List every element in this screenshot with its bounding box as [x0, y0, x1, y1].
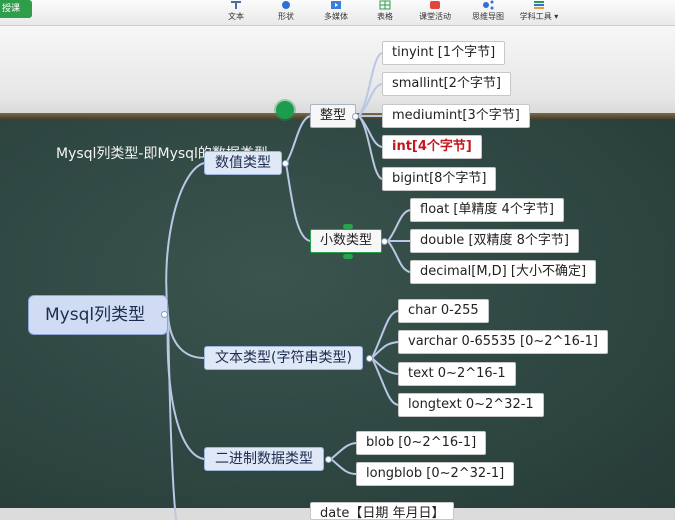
toolbar-item-media[interactable]: 多媒体	[318, 0, 354, 26]
toolbar-item-mindmap[interactable]: 思维导图	[467, 0, 509, 26]
link-numeric-decimal	[285, 162, 311, 242]
table-icon	[370, 0, 400, 11]
link-root-continued	[167, 314, 177, 520]
leaf-decimal[interactable]: decimal[M,D] [大小不确定]	[410, 260, 597, 284]
toolbar-item-subject-tools[interactable]: 学科工具 ▾	[515, 0, 563, 26]
leaf-bigint[interactable]: bigint[8个字节]	[382, 167, 497, 191]
selection-handle-top[interactable]	[343, 224, 353, 229]
toolbar-item-table[interactable]: 表格	[370, 0, 400, 26]
toolbar-item-shape[interactable]: 形状	[271, 0, 301, 26]
activity-icon	[414, 0, 456, 11]
teaching-mode-button[interactable]: 授课	[0, 0, 32, 18]
link-numeric-integer	[285, 115, 311, 164]
branch-text[interactable]: 文本类型(字符串类型)	[204, 346, 363, 370]
root-collapse-dot[interactable]	[161, 311, 168, 318]
leaf-date-partial[interactable]: date【日期 年月日】	[310, 502, 455, 520]
leaf-double[interactable]: double [双精度 8个字节]	[410, 229, 579, 253]
branch-numeric[interactable]: 数值类型	[204, 151, 282, 175]
toolbar-item-text[interactable]: 文本	[221, 0, 251, 26]
leaf-smallint[interactable]: smallint[2个字节]	[382, 72, 511, 96]
text-icon	[221, 0, 251, 11]
link-root-numeric	[165, 162, 205, 316]
leaf-float[interactable]: float [单精度 4个字节]	[410, 198, 564, 222]
pointer-dot	[276, 101, 294, 119]
shape-icon	[271, 0, 301, 11]
node-decimal[interactable]: 小数类型	[310, 229, 383, 253]
leaf-varchar[interactable]: varchar 0-65535 [0~2^16-1]	[398, 330, 608, 354]
link-text-leaves	[371, 310, 399, 359]
mindmap-root[interactable]: Mysql列类型	[28, 295, 168, 335]
leaf-mediumint[interactable]: mediumint[3个字节]	[382, 104, 530, 128]
link-decimal-leaves	[387, 209, 411, 242]
subject-tools-icon	[515, 0, 563, 11]
mindmap-icon	[467, 0, 509, 11]
media-icon	[318, 0, 354, 11]
top-toolbar: 授课 文本 形状 多媒体 表格 课堂活动 思维导图	[0, 0, 675, 26]
link-binary-leaves	[330, 442, 357, 460]
integer-collapse-dot[interactable]	[352, 113, 359, 120]
link-root-text	[167, 314, 205, 359]
leaf-text[interactable]: text 0~2^16-1	[398, 362, 516, 386]
leaf-int[interactable]: int[4个字节]	[382, 135, 482, 159]
decimal-collapse-dot[interactable]	[381, 238, 388, 245]
leaf-longtext[interactable]: longtext 0~2^32-1	[398, 393, 544, 417]
selection-handle-bottom[interactable]	[343, 254, 353, 259]
numeric-collapse-dot[interactable]	[282, 160, 289, 167]
node-integer[interactable]: 整型	[310, 104, 357, 128]
leaf-blob[interactable]: blob [0~2^16-1]	[356, 431, 487, 455]
leaf-longblob[interactable]: longblob [0~2^32-1]	[356, 462, 515, 486]
branch-binary[interactable]: 二进制数据类型	[204, 447, 324, 471]
binary-collapse-dot[interactable]	[325, 456, 332, 463]
text-collapse-dot[interactable]	[366, 355, 373, 362]
board-top-wall	[0, 26, 675, 116]
leaf-tinyint[interactable]: tinyint [1个字节]	[382, 41, 506, 65]
leaf-char[interactable]: char 0-255	[398, 299, 489, 323]
toolbar-item-activity[interactable]: 课堂活动	[414, 0, 456, 26]
